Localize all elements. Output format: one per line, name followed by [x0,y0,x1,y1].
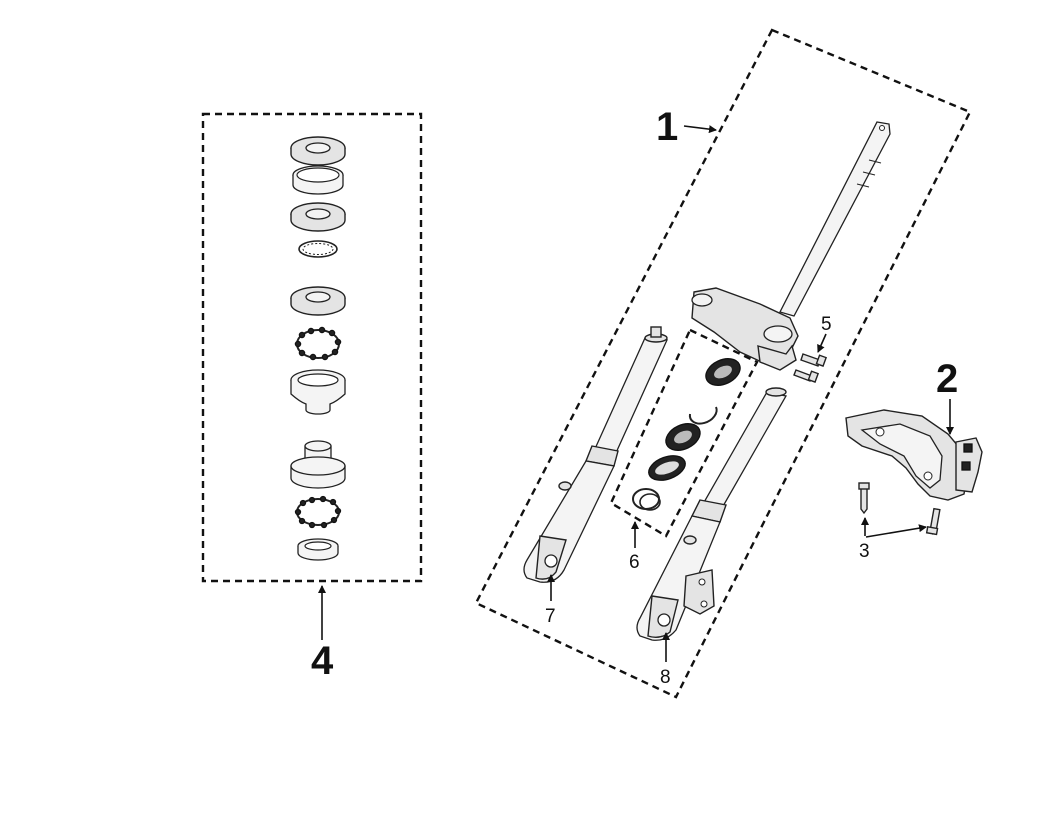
circlip [688,406,718,425]
callout-8: 8 [660,667,671,688]
callout-4: 4 [311,639,334,683]
left-fork-leg [523,326,668,583]
callout-5-arrow [817,333,827,353]
guide-bushings [632,488,661,511]
washer-ring [292,165,344,195]
bracket-screws [858,482,941,536]
callout-3: 3 [859,541,870,562]
callout-3-arrow-b [865,524,927,538]
top-lock-nut [290,136,346,166]
fork-seal-kit [632,358,741,511]
dust-seal [705,358,741,386]
adjusting-nut [290,202,346,232]
oil-seal [665,423,701,451]
lower-cup [290,440,346,489]
callout-1: 1 [656,105,678,149]
lower-ball-bearing [294,495,342,529]
callout-7: 7 [545,606,556,627]
right-fork-leg [636,387,788,641]
callout-6: 6 [629,552,640,573]
seal-kit-group-box [609,328,759,538]
callout-5: 5 [821,314,832,335]
callout-1-arrow [683,125,717,134]
steering-stem [691,121,891,371]
headlight-bracket [845,409,983,501]
upper-cup [290,369,346,415]
bearing-kit-group-box [201,112,423,583]
steering-bearing-parts [290,136,346,561]
fork-assembly-group-box [474,28,972,699]
upper-race [290,286,346,316]
upper-small-bearing [298,240,338,258]
clamp-bolts [793,353,828,383]
upper-ball-bearing [294,326,342,361]
lower-race [297,538,339,561]
seal-washer [648,455,686,481]
callout-2: 2 [936,357,958,401]
